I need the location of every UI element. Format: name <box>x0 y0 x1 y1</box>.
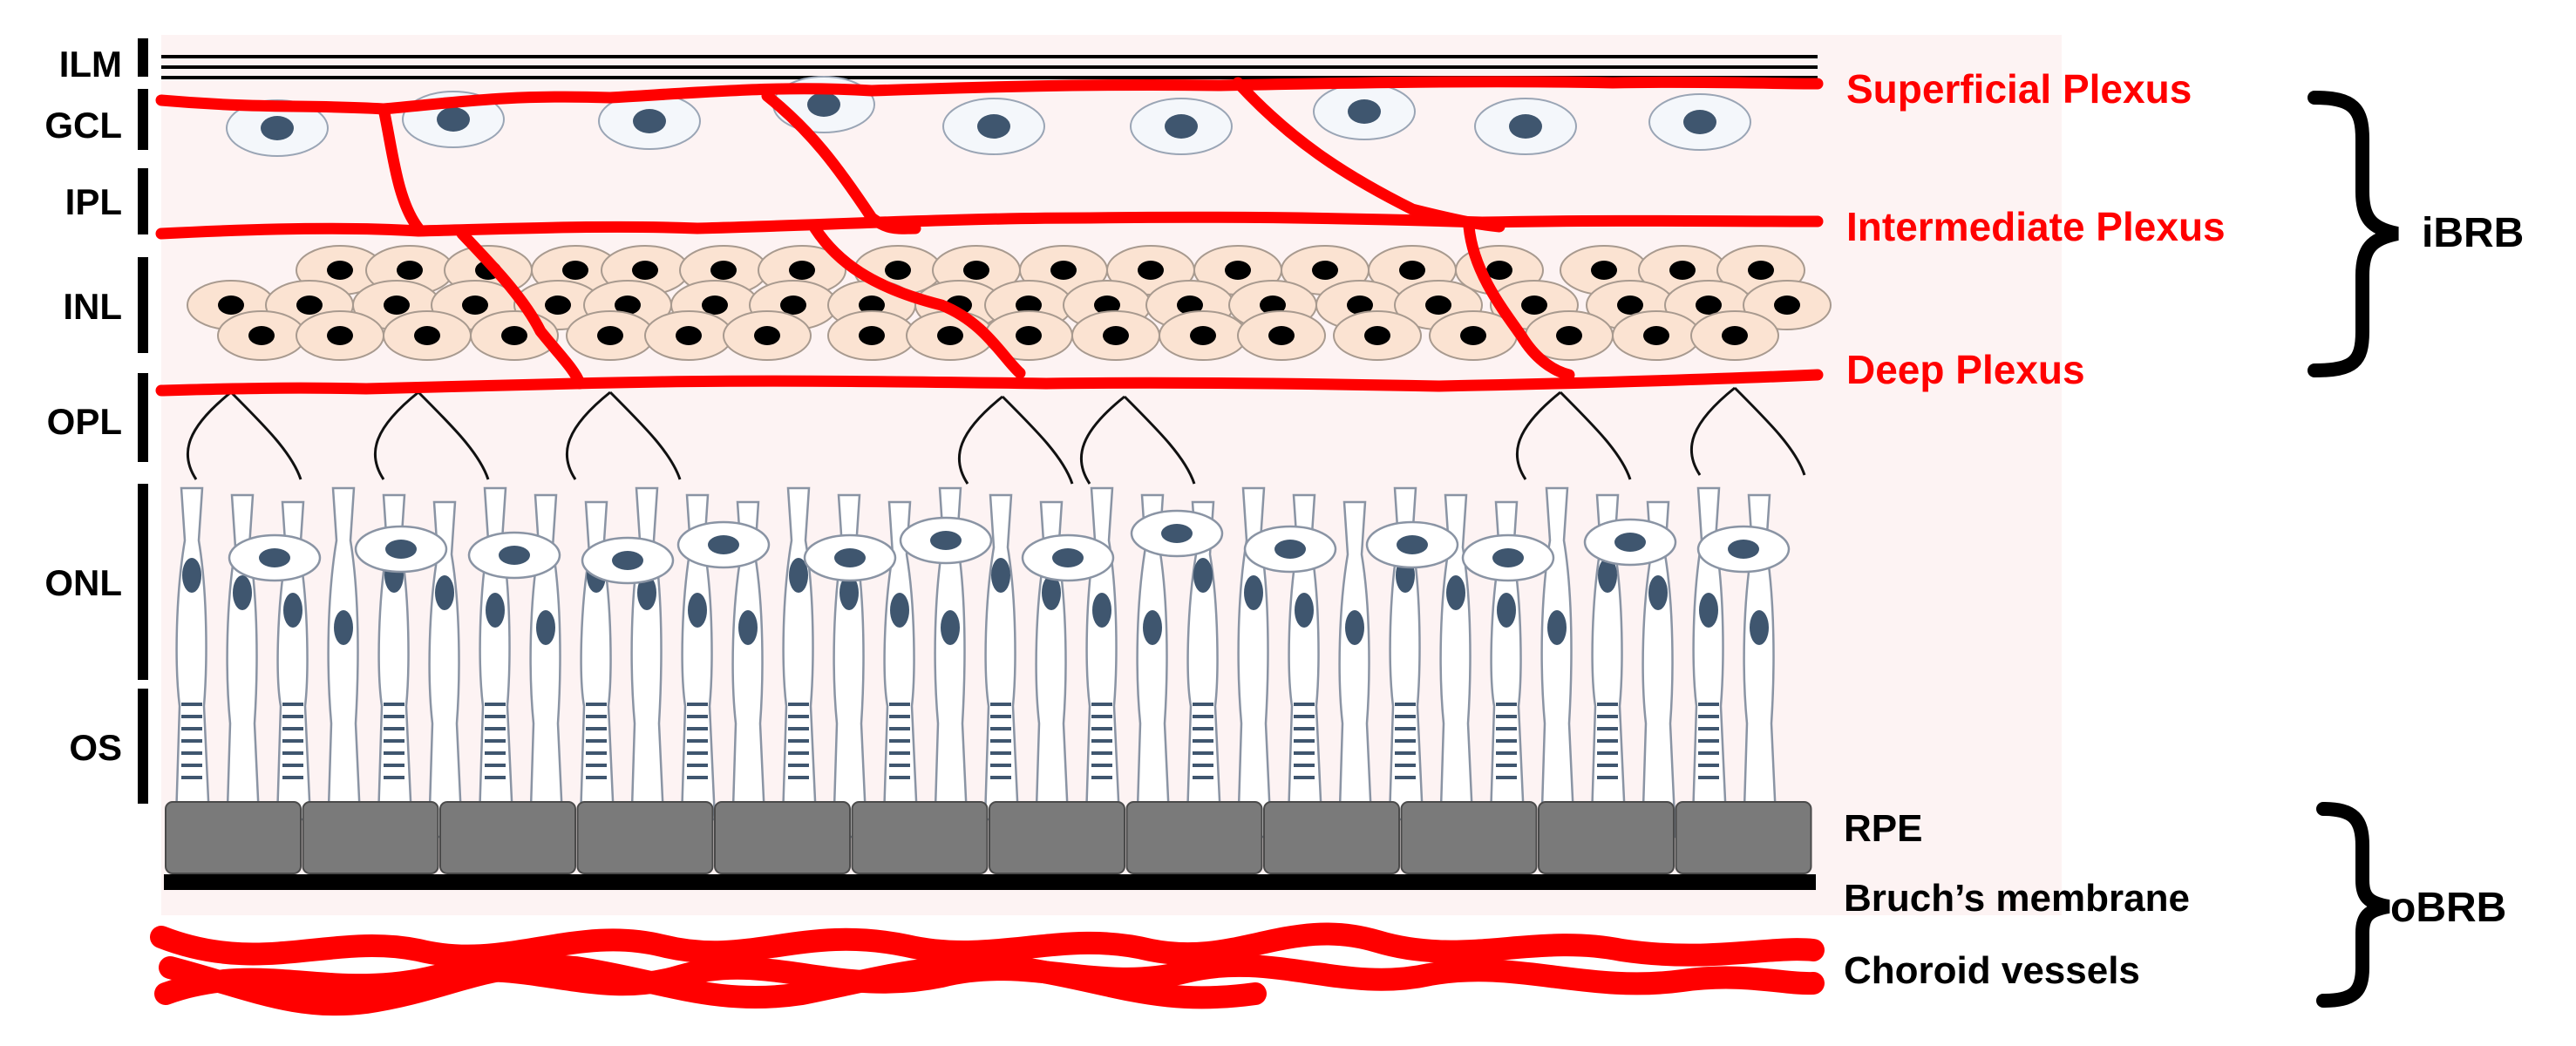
inl-cells <box>187 245 1832 361</box>
rpe-cell <box>1538 801 1675 874</box>
inl-cell <box>723 310 812 361</box>
label-deep-plexus: Deep Plexus <box>1846 347 2085 392</box>
label-ipl: IPL <box>65 181 122 222</box>
onl-cell <box>803 533 897 582</box>
onl-cell <box>1583 518 1677 567</box>
photoreceptor-cell <box>1034 500 1071 839</box>
rpe-cell <box>1400 801 1538 874</box>
barrier-labels: iBRB oBRB <box>2390 210 2524 931</box>
rpe-cell <box>989 801 1125 874</box>
rpe-cell <box>439 801 576 874</box>
inl-cell <box>1071 310 1160 361</box>
outer-labels: RPE Bruch’s membrane Choroid vessels <box>1844 807 2190 992</box>
onl-cell <box>354 525 448 574</box>
superficial-plexus-vessel <box>155 76 1824 115</box>
onl-cell <box>899 516 993 565</box>
label-obrb: oBRB <box>2390 885 2506 931</box>
inl-cell <box>217 310 306 361</box>
inl-cell <box>296 310 384 361</box>
onl-cell <box>1130 509 1224 558</box>
onl-cell <box>1365 520 1459 569</box>
label-gcl: GCL <box>44 105 122 146</box>
bruchs-membrane-line <box>164 874 1816 890</box>
inl-cell <box>1333 310 1422 361</box>
label-onl: ONL <box>44 562 122 603</box>
label-inl: INL <box>63 286 122 327</box>
ganglion-cell <box>598 92 701 150</box>
inl-cell <box>1612 310 1701 361</box>
photoreceptor-cell <box>1691 486 1728 821</box>
label-ibrb: iBRB <box>2422 210 2524 256</box>
ganglion-cell <box>1648 93 1751 151</box>
label-choroid-vessels: Choroid vessels <box>1844 949 2140 992</box>
layer-bars <box>138 38 148 804</box>
onl-cell <box>1461 533 1555 582</box>
label-ilm: ILM <box>59 44 122 85</box>
label-os: OS <box>69 727 122 768</box>
deep-plexus-vessel <box>155 369 1824 397</box>
inl-cell <box>566 310 655 361</box>
photoreceptor-cell <box>275 500 312 821</box>
label-superficial-plexus: Superficial Plexus <box>1846 66 2192 112</box>
rpe-cell <box>165 801 302 874</box>
label-intermediate-plexus: Intermediate Plexus <box>1846 204 2226 249</box>
plexus-labels: Superficial Plexus Intermediate Plexus D… <box>1846 66 2226 392</box>
bipolar-connections <box>186 386 1806 485</box>
rpe-cell <box>302 801 439 874</box>
ganglion-cell <box>942 98 1045 155</box>
intermediate-plexus-vessel <box>155 211 1824 240</box>
rpe-cell <box>714 801 851 874</box>
rpe-cell <box>851 801 989 874</box>
ganglion-cell <box>1474 98 1577 155</box>
rpe-cell <box>576 801 714 874</box>
onl-cell <box>581 536 675 585</box>
inl-cell <box>1159 310 1247 361</box>
rpe-cell <box>1675 801 1812 874</box>
onl-cell <box>1243 525 1337 574</box>
retinal-vessels <box>155 76 1824 397</box>
label-bruchs-membrane: Bruch’s membrane <box>1844 877 2190 920</box>
inl-cell <box>827 310 916 361</box>
onl-cell <box>467 531 561 580</box>
photoreceptor-cell <box>1186 500 1222 821</box>
photoreceptor-cell <box>225 493 262 839</box>
layer-labels: ILM GCL IPL INL OPL ONL OS <box>44 44 122 768</box>
inl-cell <box>383 310 472 361</box>
rpe-cell <box>1263 801 1400 874</box>
inl-cell <box>1237 310 1326 361</box>
inl-cell <box>644 310 733 361</box>
onl-cell <box>1021 533 1115 582</box>
ibrb-brace-icon <box>2308 91 2399 377</box>
rpe-cell <box>1125 801 1263 874</box>
choroid-vessels <box>150 922 1825 1016</box>
inl-cell <box>1690 310 1779 361</box>
onl-cell <box>1696 525 1791 574</box>
photoreceptor-cell <box>1742 493 1778 839</box>
ganglion-cell <box>1313 83 1416 140</box>
obrb-brace-icon <box>2316 802 2390 1008</box>
onl-cell <box>676 520 771 569</box>
photoreceptor-cell <box>781 486 818 821</box>
label-opl: OPL <box>47 401 122 442</box>
photoreceptors <box>174 486 1791 839</box>
ganglion-cell <box>226 99 329 157</box>
rpe-layer <box>165 801 1812 874</box>
ganglion-cell <box>1130 98 1233 155</box>
label-rpe: RPE <box>1844 807 1922 850</box>
onl-cell <box>228 533 322 582</box>
